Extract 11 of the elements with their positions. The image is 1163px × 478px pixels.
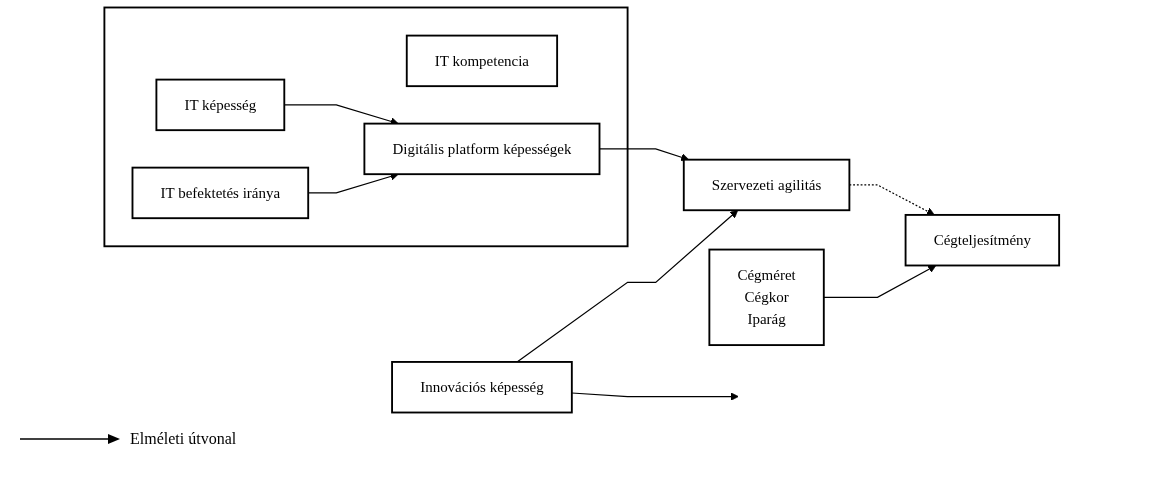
node-box: Cégméret Cégkor Iparág [708, 248, 825, 346]
node-box: IT befektetés iránya [131, 166, 309, 220]
legend-text: Elméleti útvonal [130, 430, 237, 448]
node-box: Digitális platform képességek [363, 122, 601, 176]
arrow [516, 209, 738, 363]
cluster [103, 6, 629, 248]
node-box: Szervezeti agilitás [682, 158, 851, 212]
node-box: IT kompetencia [405, 34, 558, 88]
node-box: Innovációs képesség [390, 361, 573, 414]
node-box: IT képesség [155, 78, 285, 132]
node-box: Cégteljesítmény [904, 214, 1060, 267]
